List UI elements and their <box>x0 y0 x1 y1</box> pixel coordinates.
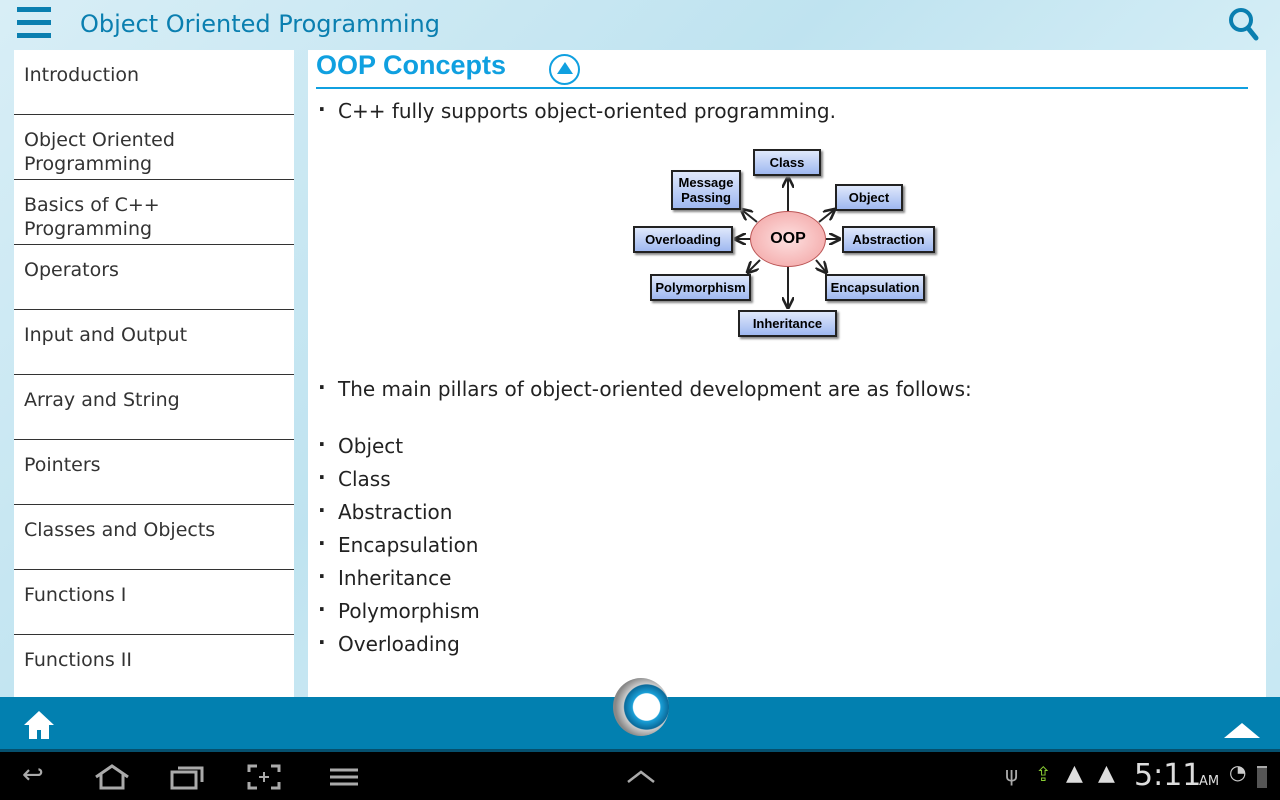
chapter-list[interactable]: Introduction Object Oriented Programming… <box>14 50 294 697</box>
app-logo[interactable] <box>613 678 669 736</box>
diagram-node: Encapsulation <box>825 274 925 301</box>
warning-icon: ▲ <box>1098 761 1115 786</box>
collapse-up-icon[interactable] <box>549 54 580 85</box>
usb-icon: ψ <box>1005 762 1019 786</box>
back-icon[interactable]: ↩ <box>22 760 44 790</box>
sidebar-item[interactable]: Classes and Objects <box>14 505 294 570</box>
home-icon[interactable] <box>22 709 56 741</box>
battery-icon <box>1257 766 1267 788</box>
pillar-item: Inheritance <box>318 564 451 590</box>
section-heading: OOP Concepts <box>316 50 507 80</box>
diagram-node: Class <box>753 149 821 176</box>
pillar-item: Encapsulation <box>318 531 478 557</box>
bullet-text: The main pillars of object-oriented deve… <box>318 375 972 401</box>
menu-icon[interactable] <box>17 7 51 39</box>
pillar-item: Class <box>318 465 391 491</box>
diagram-center-node: OOP <box>750 211 826 267</box>
sidebar-item[interactable]: Pointers <box>14 440 294 505</box>
menu-nav-icon[interactable] <box>330 767 358 787</box>
diagram-node: Message Passing <box>671 170 741 210</box>
app-title: Object Oriented Programming <box>80 10 440 38</box>
screenshot-icon[interactable] <box>247 764 281 790</box>
sidebar-item[interactable]: Functions II <box>14 635 294 697</box>
sidebar-item[interactable]: Introduction <box>14 50 294 115</box>
heading-divider <box>316 87 1248 89</box>
diagram-node: Object <box>835 184 903 211</box>
app-header: Object Oriented Programming <box>0 0 1280 50</box>
chevron-up-icon[interactable] <box>626 770 656 784</box>
home-nav-icon[interactable] <box>92 764 132 790</box>
sidebar-item[interactable]: Array and String <box>14 375 294 440</box>
system-bar: ↩ ψ ⇪ ▲ ▲ 5:11 AM ◔ <box>0 752 1280 800</box>
sidebar-item[interactable]: Object Oriented Programming <box>14 115 294 180</box>
sync-icon: ⇪ <box>1035 762 1052 786</box>
sidebar-item[interactable]: Input and Output <box>14 310 294 375</box>
wifi-icon: ◔ <box>1229 760 1247 784</box>
sidebar-item[interactable]: Operators <box>14 245 294 310</box>
recent-apps-icon[interactable] <box>170 764 206 790</box>
search-icon[interactable] <box>1228 6 1260 42</box>
diagram-node: Abstraction <box>842 226 935 253</box>
diagram-node: Inheritance <box>738 310 837 337</box>
diagram-node: Overloading <box>633 226 733 253</box>
warning-icon: ▲ <box>1066 761 1083 786</box>
pillar-item: Object <box>318 432 403 458</box>
bullet-text: C++ fully supports object-oriented progr… <box>318 97 836 123</box>
sidebar-item[interactable]: Functions I <box>14 570 294 635</box>
clock-time: 5:11 <box>1134 758 1202 793</box>
sidebar-item[interactable]: Basics of C++ Programming <box>14 180 294 245</box>
scroll-top-icon[interactable] <box>1224 723 1260 739</box>
pillar-item: Polymorphism <box>318 597 480 623</box>
pillar-item: Overloading <box>318 630 460 656</box>
clock-ampm: AM <box>1199 774 1220 789</box>
diagram-node: Polymorphism <box>650 274 751 301</box>
pillar-item: Abstraction <box>318 498 452 524</box>
